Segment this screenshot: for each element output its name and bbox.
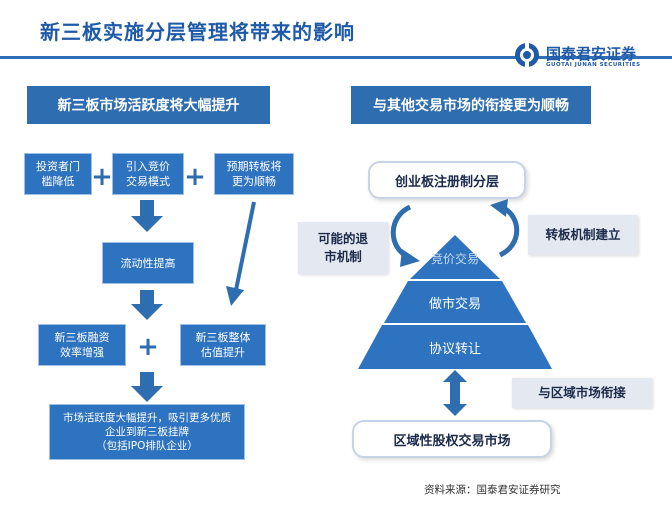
diagonal-arrow-icon — [234, 201, 256, 291]
left-flow-arrows — [131, 200, 256, 402]
pyramid-label-auction: 竞价交易 — [431, 251, 479, 266]
right-panel-header: 与其他交易市场的衔接更为顺畅 — [351, 86, 591, 124]
curved-arrow-right-icon — [498, 204, 520, 258]
board-transfer-note: 转板机制建立 — [528, 215, 638, 255]
left-panel-header: 新三板市场活跃度将大幅提升 — [27, 86, 270, 124]
pyramid-label-market-making: 做市交易 — [429, 296, 481, 312]
source-note: 资料来源：国泰君安证券研究 — [424, 484, 561, 496]
company-logo-icon — [514, 42, 540, 68]
pyramid-top-tier — [410, 235, 500, 279]
down-arrow-icon — [131, 200, 163, 232]
market-activity-box: 市场活跃度大幅提升，吸引更多优质 企业到新三板挂牌 （包括IPO排队企业） — [49, 404, 245, 460]
arrow-head-icon — [490, 199, 508, 217]
delisting-note: 可能的退 市机制 — [298, 222, 388, 274]
logo-name-en: GUOTAI JUNAN SECURITIES — [546, 62, 641, 68]
investor-threshold-box: 投资者门 槛降低 — [24, 153, 92, 195]
title-divider — [0, 56, 672, 59]
regional-equity-market-box: 区域性股权交易市场 — [352, 420, 552, 458]
gem-registration-box: 创业板注册制分层 — [368, 161, 526, 199]
logo-name-cn: 国泰君安证券 — [546, 45, 637, 63]
arrow-head-icon — [400, 249, 420, 267]
pyramid-middle-tier — [384, 281, 526, 323]
pyramid-label-agreement: 协议转让 — [429, 342, 481, 357]
down-arrow-icon — [131, 290, 163, 320]
financing-efficiency-box: 新三板融资 效率增强 — [38, 324, 126, 366]
market-pyramid: 竞价交易 做市交易 协议转让 — [358, 199, 552, 369]
double-arrow-icon — [443, 370, 467, 416]
pyramid-bottom-tier — [358, 325, 552, 369]
page-title: 新三板实施分层管理将带来的影响 — [40, 20, 355, 44]
auction-trading-box: 引入竞价 交易模式 — [112, 153, 184, 195]
plus-icon: + — [91, 162, 113, 192]
board-transfer-box: 预期转板将 更为顺畅 — [214, 153, 294, 195]
curved-arrow-left-icon — [390, 204, 412, 260]
plus-icon: + — [184, 162, 206, 192]
regional-link-note: 与区域市场衔接 — [512, 378, 652, 408]
arrow-head-icon — [226, 286, 244, 306]
down-arrow-icon — [131, 372, 163, 402]
plus-icon: + — [137, 332, 159, 362]
liquidity-box: 流动性提高 — [102, 242, 194, 284]
valuation-box: 新三板整体 估值提升 — [180, 324, 266, 366]
